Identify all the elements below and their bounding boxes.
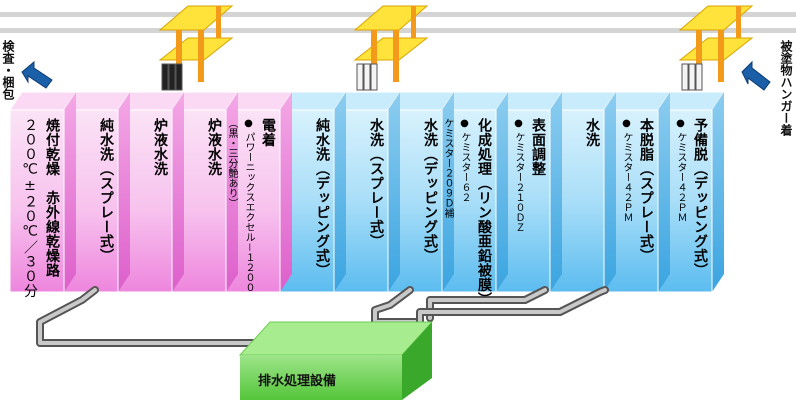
tank-note: ● ケミスター６２ xyxy=(459,118,470,203)
entry-arrow-icon xyxy=(741,60,771,91)
tank-title: 純水洗（スプレー式） xyxy=(98,118,114,263)
tank-1 xyxy=(9,91,77,293)
hanger-2 xyxy=(353,5,429,91)
tank-label-6: 純水洗（デッピング式） xyxy=(284,118,332,288)
tank-title: 電着 xyxy=(260,118,276,147)
hanger-loading-label: 被塗物ハンガー着 xyxy=(779,40,793,136)
tank-title: 予備脱（デッピング式） xyxy=(692,118,708,278)
tank-label-9: 化成処理（リン酸亜鉛被膜） ● ケミスター６２ ケミスター２０９Ｄ補 xyxy=(442,118,494,307)
tank-label-2: 純水洗（スプレー式） xyxy=(68,118,116,288)
tank-title: 焼付乾燥 赤外線乾燥路 xyxy=(44,118,60,278)
tank-label-10: 表面調整 ● ケミスター２１０ＤＺ xyxy=(500,118,548,288)
wastewater-treatment-box xyxy=(238,321,434,400)
tank-note: ケミスター２０９Ｄ補 xyxy=(442,118,453,218)
tank-title: 炉液水洗 xyxy=(206,118,222,176)
tank-title: 本脱脂（スプレー式） xyxy=(638,118,654,263)
tank-note: ● ケミスター４２ＰＭ xyxy=(675,118,686,223)
hangers xyxy=(158,5,754,91)
tank-detail: ２００℃±２０℃／３０分 xyxy=(22,118,38,298)
tank-title: 水洗 xyxy=(584,118,600,147)
tank-note: ● パワーニックスエクセル－１２００ xyxy=(243,118,254,293)
hanger-1 xyxy=(158,5,234,91)
tank-note: ● ケミスター４２ＰＭ xyxy=(621,118,632,223)
tank-title: 化成処理（リン酸亜鉛被膜） xyxy=(476,118,492,307)
tanks xyxy=(9,91,725,293)
tank-title: 水洗（スプレー式） xyxy=(368,118,384,249)
tank-title: 表面調整 xyxy=(530,118,546,176)
tank-label-11: 水洗 xyxy=(554,118,602,288)
tank-label-5: 電着 ● パワーニックスエクセル－１２００ （黒・三分艶あり） xyxy=(226,118,278,293)
tank-label-13: 予備脱（デッピング式） ● ケミスター４２ＰＭ xyxy=(662,118,710,288)
tank-label-4: 炉液水洗 xyxy=(176,118,224,288)
inspection-packing-label: 検査・梱包 xyxy=(1,40,15,100)
tank-title: 炉液水洗 xyxy=(152,118,168,176)
hanger-3 xyxy=(678,5,754,91)
exit-arrow-icon xyxy=(21,60,53,89)
tank-label-3: 炉液水洗 xyxy=(122,118,170,288)
wastewater-treatment-label: 排水処理設備 xyxy=(258,374,337,389)
tank-title: 純水洗（デッピング式） xyxy=(314,118,330,278)
tank-note: （黒・三分艶あり） xyxy=(226,118,237,208)
tank-title: 水洗（デッピング式） xyxy=(422,118,438,263)
tank-label-1: 焼付乾燥 赤外線乾燥路 ２００℃±２０℃／３０分 xyxy=(14,118,62,298)
tank-label-7: 水洗（スプレー式） xyxy=(338,118,386,288)
tank-label-8: 水洗（デッピング式） xyxy=(392,118,440,288)
tank-label-12: 本脱脂（スプレー式） ● ケミスター４２ＰＭ xyxy=(608,118,656,288)
tank-note: ● ケミスター２１０ＤＺ xyxy=(513,118,524,233)
